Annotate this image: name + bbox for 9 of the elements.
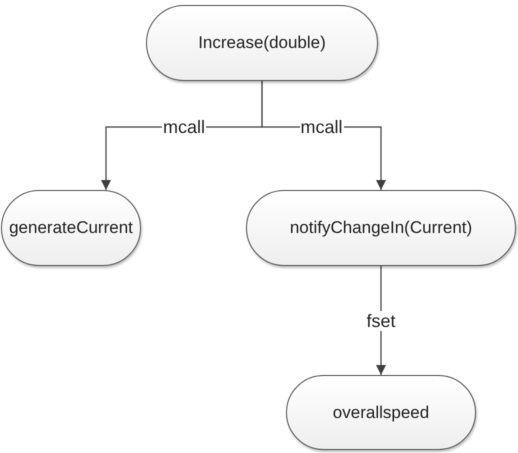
terminal-node	[146, 5, 378, 81]
node-text: notifyChangeIn(Current)	[290, 217, 472, 240]
terminal-node	[286, 375, 476, 450]
terminal-node	[1, 190, 141, 266]
node-text: overallspeed	[332, 402, 430, 424]
edge-label: fset	[366, 310, 396, 330]
terminal-node	[246, 190, 516, 266]
node-text: Increase(double)	[198, 32, 326, 54]
node-text: generateCurrent	[9, 217, 133, 240]
